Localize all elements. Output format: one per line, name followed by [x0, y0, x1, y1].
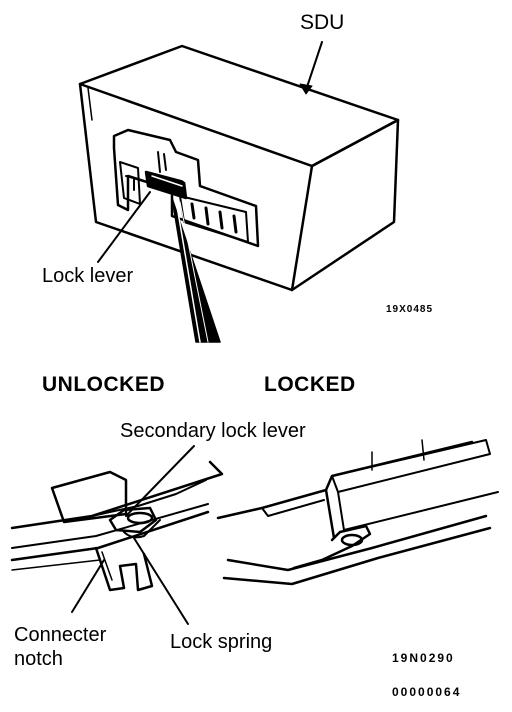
sdu-unit-drawing: [78, 44, 400, 292]
locked-detail-drawing: [216, 439, 499, 586]
unlocked-heading: UNLOCKED: [42, 373, 165, 396]
lock-lever-label: Lock lever: [42, 265, 134, 287]
lock-lever-leader-line: [97, 191, 151, 263]
figure-code-top: 19X0485: [386, 304, 434, 315]
sdu-label: SDU: [300, 11, 345, 34]
locked-heading: LOCKED: [264, 373, 356, 396]
connecter-notch-label-line1: Connecter: [14, 624, 107, 646]
lock-spring-label: Lock spring: [170, 631, 273, 653]
connecter-notch-leader-line: [71, 559, 105, 613]
unlocked-detail-drawing: [10, 460, 224, 592]
lock-spring-leader-line: [133, 537, 189, 625]
secondary-lock-lever-label: Secondary lock lever: [120, 420, 306, 442]
connector-drawing: [112, 128, 260, 248]
sdu-leader-line: [305, 41, 323, 91]
connecter-notch-label-line2: notch: [14, 648, 63, 670]
figure-code-bottom: 19N0290: [392, 651, 455, 665]
document-number: 00000064: [392, 685, 462, 699]
secondary-lock-lever-leader-line: [125, 445, 195, 517]
